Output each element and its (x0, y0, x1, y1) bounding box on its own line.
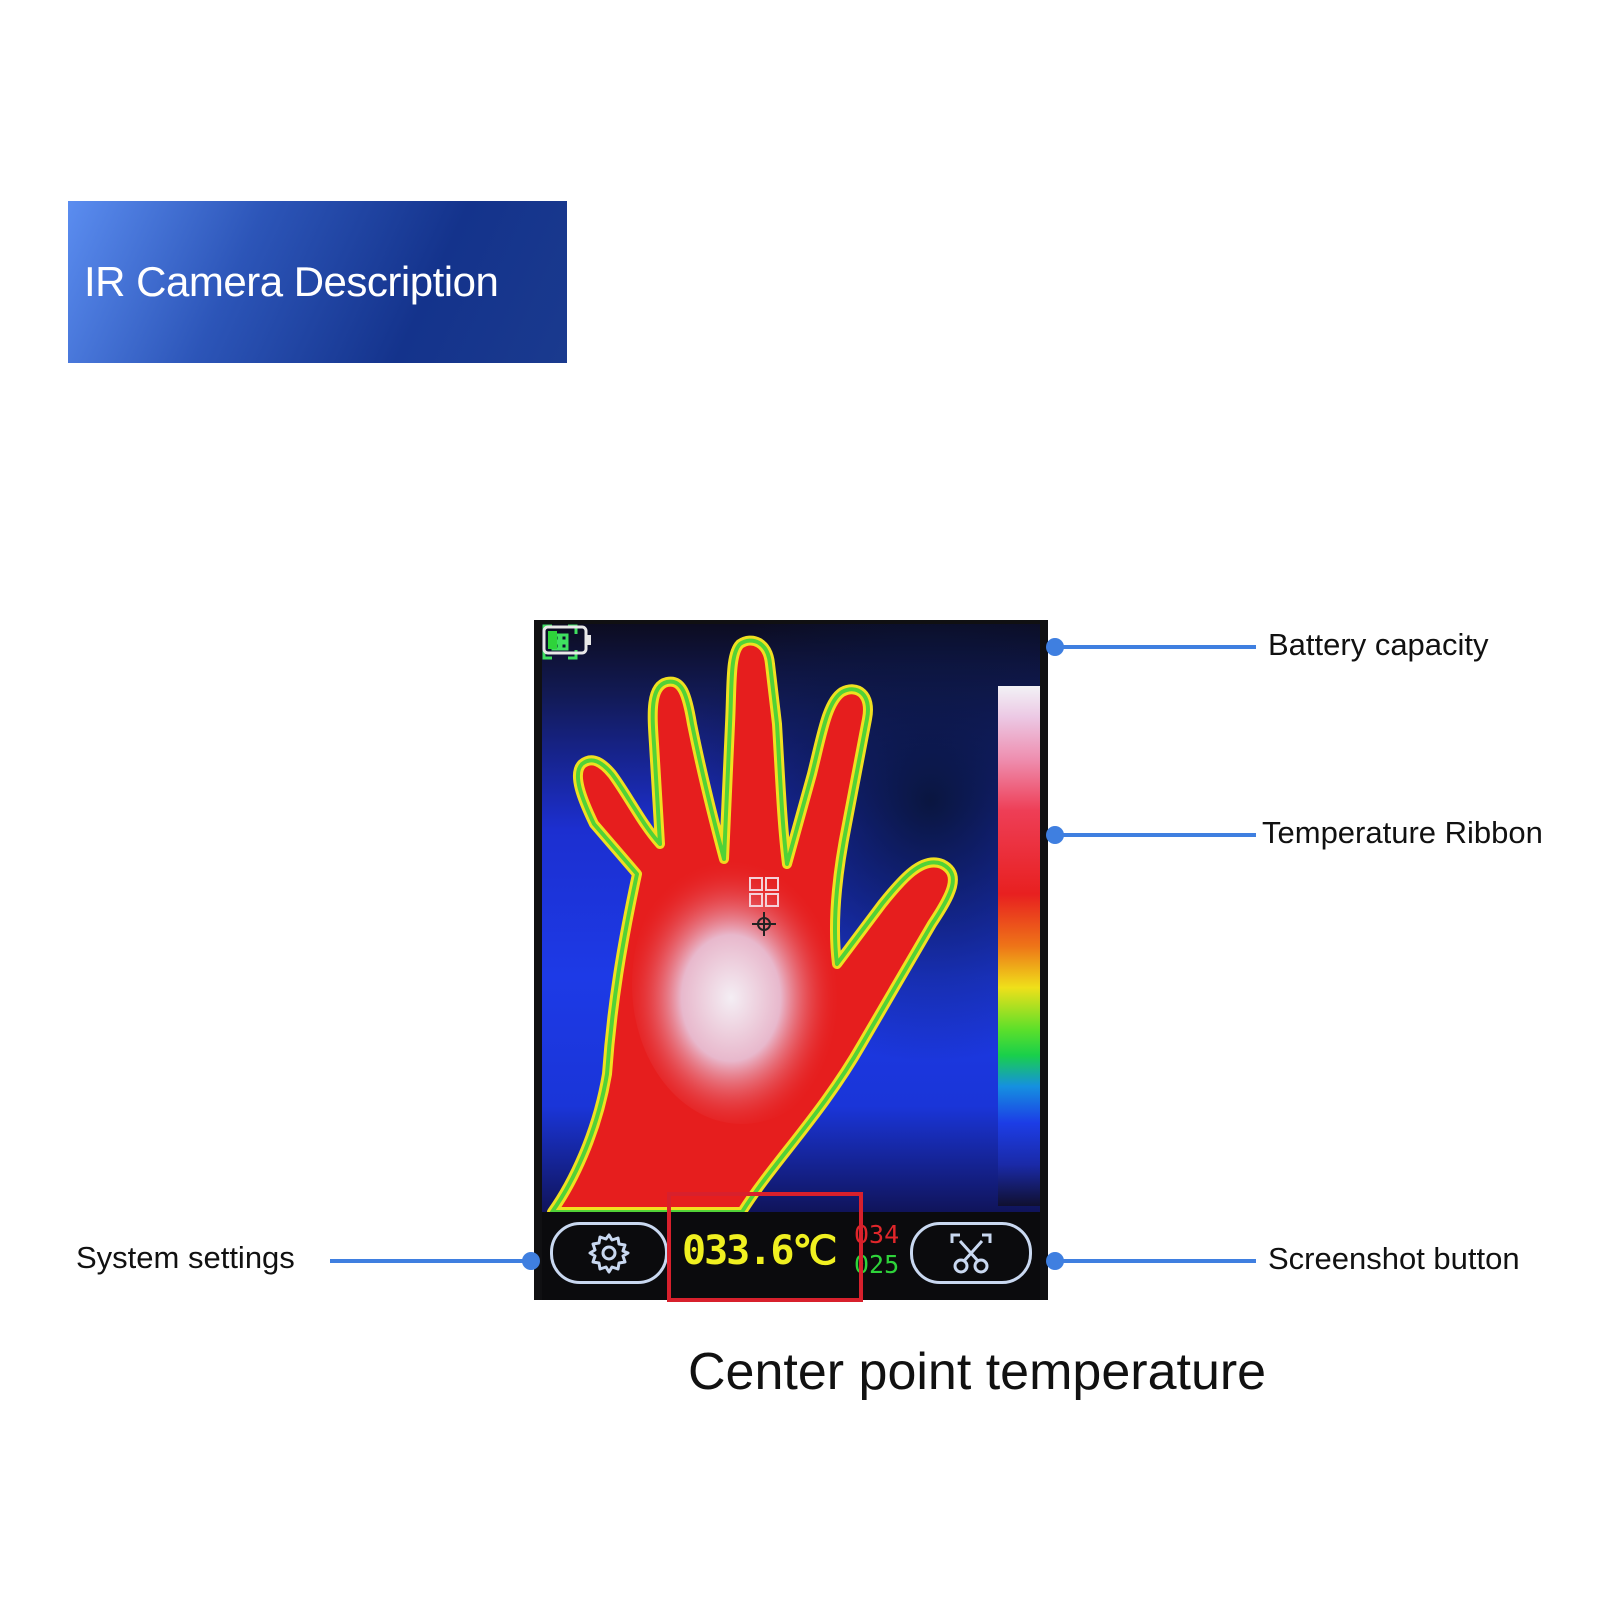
battery-callout-label: Battery capacity (1268, 627, 1489, 662)
screenshot-callout-line (1056, 1259, 1256, 1263)
temperature-ribbon (998, 686, 1040, 1206)
screenshot-button[interactable] (910, 1222, 1032, 1284)
ribbon-callout-label: Temperature Ribbon (1262, 815, 1543, 850)
settings-callout-dot (522, 1252, 540, 1270)
screenshot-callout-dot (1046, 1252, 1064, 1270)
battery-icon (542, 625, 591, 655)
thermal-camera-screen: 033.6℃ 034 025 (534, 620, 1048, 1300)
settings-callout-label: System settings (76, 1240, 295, 1275)
center-temperature-highlight (667, 1192, 863, 1302)
crosshair-icon (749, 877, 779, 936)
hand-shape (547, 635, 958, 1212)
ribbon-callout-dot (1046, 826, 1064, 844)
gear-icon (588, 1233, 630, 1274)
thermal-image (542, 624, 1040, 1212)
battery-callout-line (1056, 645, 1256, 649)
screenshot-icon (950, 1233, 992, 1274)
screenshot-callout-label: Screenshot button (1268, 1241, 1520, 1276)
settings-callout-line (330, 1259, 530, 1263)
ribbon-callout-line (1056, 833, 1256, 837)
center-point-caption: Center point temperature (688, 1343, 1267, 1401)
page-title: IR Camera Description (84, 258, 499, 305)
thermal-hand-illustration (547, 635, 958, 1212)
center-temperature: 033.6℃ (682, 1228, 837, 1274)
battery-callout-dot (1046, 638, 1064, 656)
title-banner: IR Camera Description (68, 201, 567, 363)
settings-button[interactable] (550, 1222, 668, 1284)
